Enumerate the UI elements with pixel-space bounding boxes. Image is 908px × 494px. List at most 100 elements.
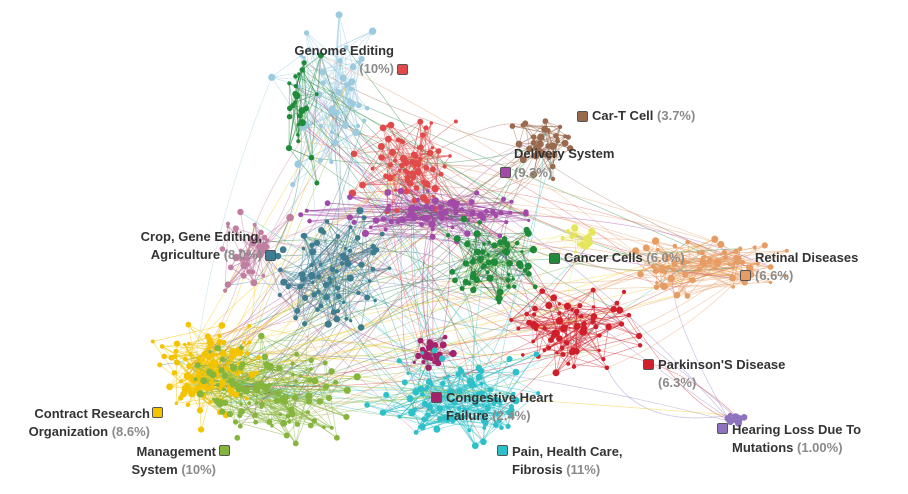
network-node [551,151,558,158]
network-edge [327,288,339,325]
network-node [286,213,294,222]
network-edge [329,267,390,279]
network-edge [413,340,421,363]
network-edge [344,251,374,259]
network-edge [666,238,715,261]
network-node [350,150,358,158]
car-t-cell-pct: (3.7%) [657,108,696,123]
network-node [438,171,444,177]
network-edge [322,60,341,84]
network-edge [345,58,363,126]
network-edge [180,275,245,382]
network-node [412,388,420,396]
network-node [508,210,513,215]
network-edge [260,335,271,367]
network-node [738,246,743,251]
network-edge [392,152,451,157]
network-node [540,150,548,158]
network-node [449,268,456,275]
network-node [298,212,304,218]
network-node [252,222,257,227]
network-node [254,370,259,375]
network-node [245,251,251,257]
network-node [261,353,269,361]
network-edge [283,266,654,424]
network-edge [635,250,668,261]
network-node [348,248,352,253]
network-node [417,118,424,125]
network-edge [235,421,284,424]
network-node [425,344,432,351]
network-edge [246,302,500,400]
network-edge [606,367,731,419]
network-node [728,262,732,266]
network-edge [437,356,488,398]
network-node [318,227,325,234]
network-node [342,121,349,128]
network-edge [469,273,529,285]
network-edge [304,235,351,252]
network-node [299,67,305,73]
network-node [407,213,413,219]
network-edge [345,88,352,125]
network-edge [343,300,376,303]
network-edge [562,347,739,419]
network-edge [212,374,315,382]
network-edge [224,226,229,291]
cro-pct: (8.6%) [111,424,150,439]
network-edge [372,269,417,392]
network-edge [297,131,357,165]
network-edge [152,325,222,342]
network-node [325,394,333,402]
network-node [506,260,513,267]
network-node [335,233,341,239]
network-node [428,205,435,212]
network-node [214,344,221,352]
network-node [430,227,435,232]
network-node [435,148,442,155]
network-edge [244,291,501,343]
network-edge [431,244,721,385]
network-edge [350,88,449,409]
network-node [490,258,499,266]
network-node [509,199,514,204]
network-node [517,263,524,270]
network-node [329,425,334,430]
network-node [516,326,521,331]
network-node [421,360,426,364]
network-edge [310,360,333,429]
network-edge [422,412,509,426]
network-node [418,425,422,429]
red-square-marker [397,64,408,75]
network-node [255,237,261,243]
network-edge [304,294,315,324]
network-node [418,216,423,221]
network-node [189,352,193,356]
label-hearing: Hearing Loss Due To Mutations (1.00%) [732,421,861,457]
network-edge [227,226,261,256]
network-node [478,367,485,375]
network-edge [336,246,374,272]
network-node [287,81,292,86]
network-node [417,385,425,393]
network-node [431,194,435,198]
network-node [621,289,627,294]
network-node [410,175,417,181]
network-node [307,47,312,51]
network-node [423,215,428,220]
network-node [223,288,228,293]
network-edge [731,275,771,283]
network-edge [302,127,444,218]
network-edge [241,250,636,412]
network-edge [656,257,703,284]
network-node [690,277,696,283]
network-edge [197,377,463,418]
network-node [508,407,515,414]
network-edge [240,394,257,423]
network-node [731,285,735,289]
crimson-square-marker [643,359,654,370]
network-edge [432,169,450,361]
network-node [393,188,398,192]
network-node [430,146,435,150]
